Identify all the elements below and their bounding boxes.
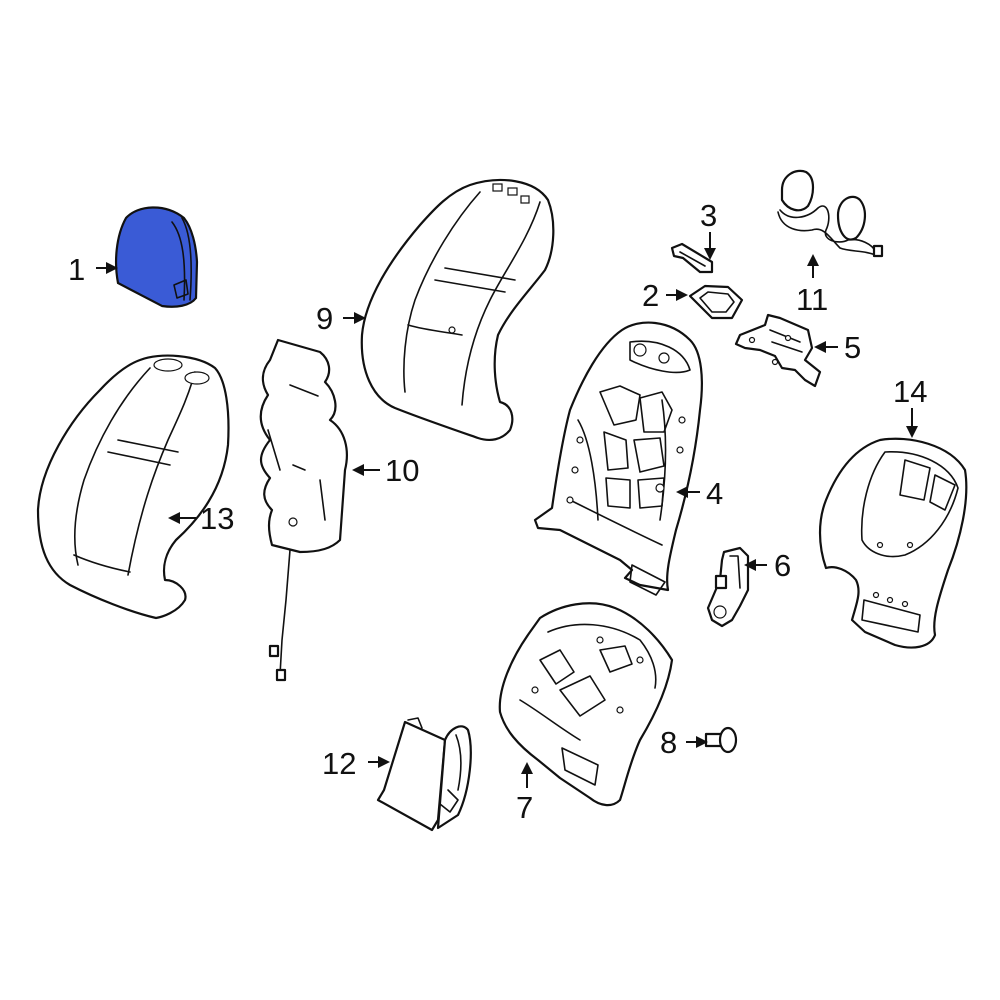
part-2-bezel[interactable] — [688, 284, 744, 320]
heater-cable — [279, 549, 291, 676]
part-10-heater-mat[interactable] — [259, 338, 348, 682]
callout-12: 12 — [322, 746, 356, 781]
callout-1: 1 — [68, 252, 85, 287]
rear-panel-outline — [818, 437, 968, 649]
part-6-latch[interactable] — [706, 546, 750, 628]
callout-5: 5 — [844, 330, 861, 365]
headrest-body — [114, 206, 199, 308]
callout-10: 10 — [385, 453, 419, 488]
part-9-rear-cover[interactable] — [360, 178, 555, 441]
rear-cover-outline — [360, 178, 555, 441]
callout-14: 14 — [893, 374, 927, 409]
part-5-mount-bracket[interactable] — [734, 313, 822, 388]
headrest-seam — [171, 221, 186, 301]
part-8-bolt[interactable] — [704, 726, 738, 754]
part-11-harness[interactable] — [777, 169, 884, 258]
part-3-bracket[interactable] — [670, 242, 714, 274]
part-14-rear-panel[interactable] — [818, 437, 968, 649]
callout-13: 13 — [200, 501, 234, 536]
part-1-headrest[interactable] — [114, 206, 199, 308]
backrest-cover-outline — [36, 354, 230, 620]
callout-3: 3 — [700, 198, 717, 233]
callout-2: 2 — [642, 278, 659, 313]
callout-6: 6 — [774, 548, 791, 583]
headrest-clip — [173, 279, 189, 299]
callout-labels: 1 2 3 4 5 6 7 8 9 10 11 12 13 14 — [68, 198, 927, 825]
part-13-backrest-cover[interactable] — [36, 354, 230, 620]
backrest-frame-outline — [533, 321, 703, 592]
callout-11: 11 — [796, 282, 828, 317]
callout-9: 9 — [316, 301, 333, 336]
callout-8: 8 — [660, 725, 677, 760]
heater-mat-outline — [259, 338, 348, 554]
part-7-seat-frame[interactable] — [498, 602, 674, 807]
seat-frame-outline — [498, 602, 674, 807]
leaders — [96, 232, 918, 788]
part-4-backrest-frame[interactable] — [533, 321, 703, 596]
headrest-side — [181, 217, 192, 301]
part-12-module[interactable] — [376, 717, 472, 832]
callout-7: 7 — [516, 790, 533, 825]
callout-4: 4 — [706, 476, 723, 511]
